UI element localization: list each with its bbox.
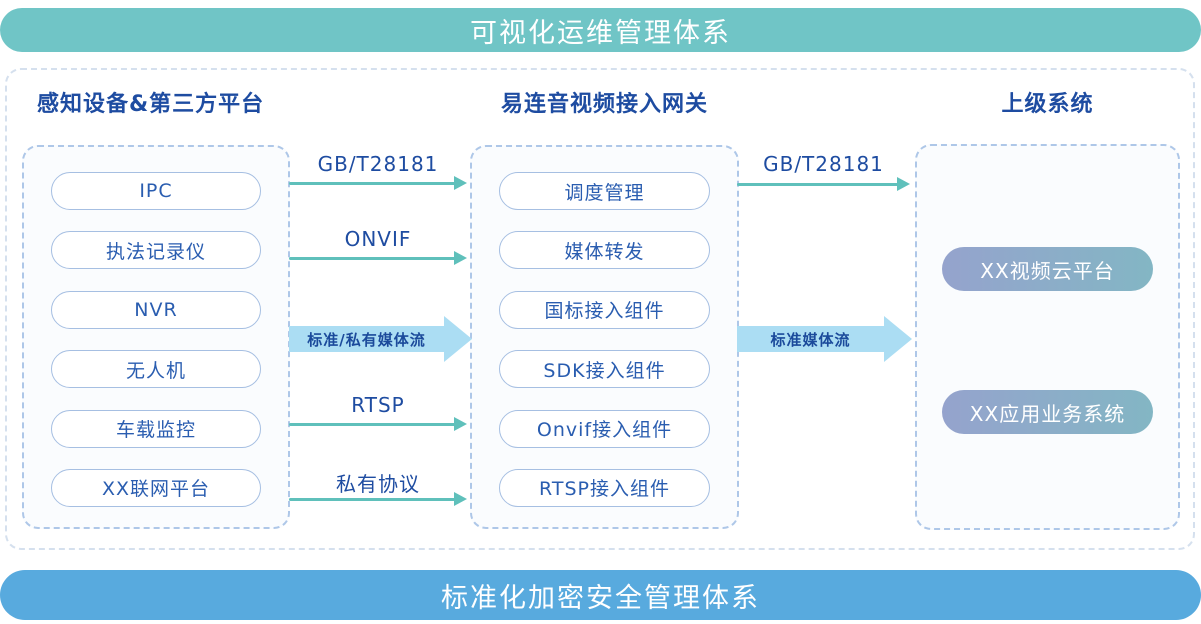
upper-system-box: XX视频云平台 XX应用业务系统 [915, 144, 1180, 530]
upper-pill-video-cloud: XX视频云平台 [942, 247, 1153, 291]
column-header-upper-system: 上级系统 [1001, 92, 1094, 117]
flow-label-gbt28181-left: GB/T28181 [317, 152, 439, 176]
flow-label-rtsp: RTSP [351, 393, 405, 417]
gateway-pill-gb-access: 国标接入组件 [499, 290, 710, 329]
arrow-body: 标准媒体流 [737, 326, 884, 352]
big-arrow-std-media-stream: 标准媒体流 [737, 316, 912, 362]
gateway-pill-sdk-access: SDK接入组件 [499, 350, 710, 389]
arrowhead-icon [454, 176, 467, 190]
thin-arrow-gbt28181-left [289, 176, 467, 190]
gateway-pill-rtsp-access: RTSP接入组件 [499, 468, 710, 507]
gateway-pill-media-forward: 媒体转发 [499, 231, 710, 270]
arrowhead-icon [444, 316, 472, 362]
thin-arrow-private-protocol [289, 492, 467, 506]
column-header-gateway: 易连音视频接入网关 [500, 92, 708, 117]
flow-label-std-media-stream: 标准媒体流 [770, 330, 851, 349]
arrow-line [289, 257, 456, 260]
thin-arrow-onvif [289, 251, 467, 265]
arrowhead-icon [884, 316, 912, 362]
thin-arrow-rtsp [289, 417, 467, 431]
arrowhead-icon [454, 492, 467, 506]
devices-box: IPC 执法记录仪 NVR 无人机 车载监控 XX联网平台 [22, 145, 290, 529]
thin-arrow-gbt28181-right [737, 177, 910, 191]
device-pill-body-camera: 执法记录仪 [51, 231, 261, 270]
arrow-line [289, 498, 456, 501]
arrow-line [289, 182, 456, 185]
arrow-body: 标准/私有媒体流 [289, 326, 444, 352]
device-pill-ipc: IPC [51, 172, 261, 210]
arrow-line [737, 183, 899, 186]
arrowhead-icon [897, 177, 910, 191]
arrowhead-icon [454, 251, 467, 265]
device-pill-drone: 无人机 [51, 350, 261, 389]
upper-pill-app-business: XX应用业务系统 [942, 390, 1153, 434]
top-banner: 可视化运维管理体系 [0, 8, 1201, 52]
flow-label-private-protocol: 私有协议 [336, 472, 420, 496]
device-pill-nvr: NVR [51, 290, 261, 329]
main-panel: 感知设备&第三方平台 易连音视频接入网关 上级系统 IPC 执法记录仪 NVR … [5, 68, 1195, 550]
top-banner-title: 可视化运维管理体系 [470, 17, 731, 49]
arrow-line [289, 423, 456, 426]
flow-label-onvif: ONVIF [344, 227, 412, 251]
gateway-pill-dispatch: 调度管理 [499, 172, 710, 210]
bottom-banner-title: 标准化加密安全管理体系 [441, 582, 760, 614]
big-arrow-std-private-media-stream: 标准/私有媒体流 [289, 316, 472, 362]
device-pill-vehicle-monitor: 车载监控 [51, 409, 261, 448]
arrowhead-icon [454, 417, 467, 431]
column-header-devices: 感知设备&第三方平台 [37, 92, 265, 117]
gateway-pill-onvif-access: Onvif接入组件 [499, 409, 710, 448]
flow-label-gbt28181-right: GB/T28181 [763, 152, 884, 176]
bottom-banner: 标准化加密安全管理体系 [0, 570, 1201, 620]
gateway-box: 调度管理 媒体转发 国标接入组件 SDK接入组件 Onvif接入组件 RTSP接… [470, 145, 739, 529]
flow-label-std-private-media-stream: 标准/私有媒体流 [307, 330, 426, 349]
device-pill-xx-network-platform: XX联网平台 [51, 468, 261, 507]
